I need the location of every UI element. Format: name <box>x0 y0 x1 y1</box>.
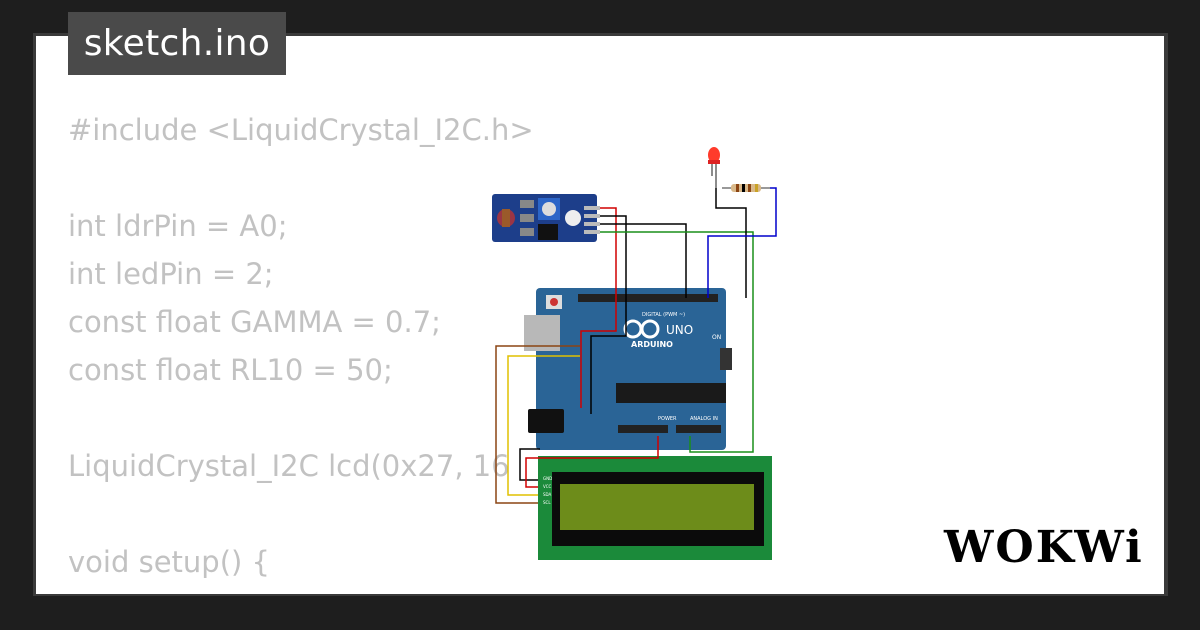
code-line: const float GAMMA = 0.7; <box>68 305 441 339</box>
code-line: pinMode(ledPin, OUTPUT); <box>68 586 534 594</box>
lcd-16x2-display: GND VCC SDA SCL <box>538 456 772 560</box>
ldr-sensor-module <box>492 194 600 242</box>
wokwi-logo: WOKWi <box>943 522 1144 573</box>
lcd-pin-sda: SDA <box>543 492 552 497</box>
resistor <box>722 184 770 192</box>
wokwi-logo-text: WOKWi <box>943 522 1144 573</box>
lcd-pin-scl: SCL <box>543 500 551 505</box>
code-preview: #include <LiquidCrystal_I2C.h>int ldrPin… <box>68 106 534 594</box>
lcd-pin-gnd: GND <box>543 476 552 481</box>
lcd-pin-vcc: VCC <box>543 484 552 489</box>
code-line: int ledPin = 2; <box>68 257 274 291</box>
arduino-uno-board: ARDUINO UNO ON DIGITAL (PWM ~) POWER ANA… <box>524 288 732 450</box>
code-line <box>68 394 534 442</box>
code-line <box>68 154 534 202</box>
code-line: const float RL10 = 50; <box>68 353 393 387</box>
arduino-model: UNO <box>666 323 693 337</box>
arduino-brand: ARDUINO <box>631 340 673 349</box>
arduino-analog-label: ANALOG IN <box>690 416 718 422</box>
circuit-diagram: ARDUINO UNO ON DIGITAL (PWM ~) POWER ANA… <box>492 147 777 560</box>
code-line <box>68 490 534 538</box>
red-led <box>708 147 720 188</box>
code-line: void setup() { <box>68 545 270 579</box>
sketch-file-tab[interactable]: sketch.ino <box>68 12 286 75</box>
preview-card: #include <LiquidCrystal_I2C.h>int ldrPin… <box>36 36 1164 594</box>
arduino-power-label: POWER <box>658 416 677 422</box>
code-line: int ldrPin = A0; <box>68 209 288 243</box>
wires <box>495 187 777 504</box>
code-line: LiquidCrystal_I2C lcd(0x27, 16 <box>68 449 510 483</box>
code-line: #include <LiquidCrystal_I2C.h> <box>68 113 534 147</box>
arduino-on-label: ON <box>712 334 721 341</box>
arduino-digital-label: DIGITAL (PWM ~) <box>642 312 685 318</box>
